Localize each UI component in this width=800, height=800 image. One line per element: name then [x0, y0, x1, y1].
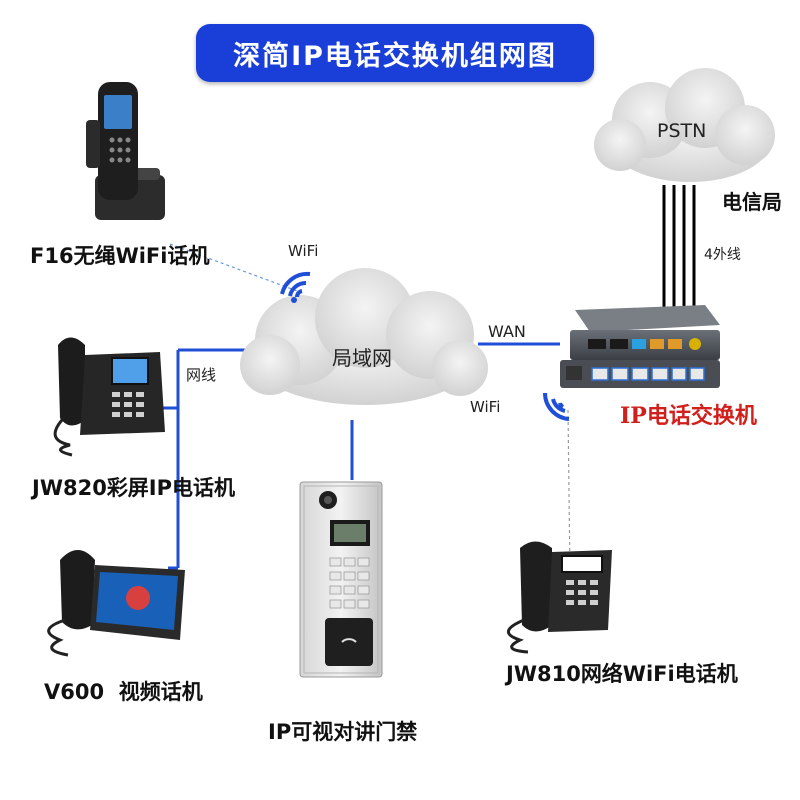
wifi-dashed-left [169, 243, 301, 293]
wifi-icon-pbx [542, 392, 570, 421]
lan-label: 局域网 [332, 346, 392, 370]
jw820-desk-phone [53, 337, 165, 457]
pbx-device [560, 305, 720, 388]
pbx-label: IP电话交换机 [620, 403, 757, 429]
jw810-label: JW810网络WiFi电话机 [506, 662, 738, 686]
jw810-desk-phone [507, 541, 612, 654]
v600-video-phone [47, 550, 185, 657]
door-intercom [299, 481, 383, 678]
pstn-cloud [594, 68, 775, 182]
wifi-dashed-right [567, 409, 571, 576]
lan-cloud [240, 268, 488, 405]
page-title: 深简IP电话交换机组网图 [196, 24, 594, 82]
wifi-top-label: WiFi [288, 242, 319, 260]
wifi-icon [280, 271, 311, 303]
f16-cordless-phone [86, 82, 165, 220]
connection-lines [160, 185, 696, 576]
f16-label: F16无绳WiFi话机 [30, 244, 210, 268]
cable-label: 网线 [186, 366, 217, 384]
trunks-label: 4外线 [704, 247, 741, 263]
jw820-label: JW820彩屏IP电话机 [32, 476, 236, 500]
wan-label: WAN [488, 322, 526, 341]
telecom-label: 电信局 [722, 190, 782, 214]
wifi-right-label: WiFi [470, 398, 501, 416]
v600-label: V600 视频话机 [44, 680, 203, 704]
door-label: IP可视对讲门禁 [268, 720, 418, 744]
pstn-label: PSTN [657, 120, 707, 142]
